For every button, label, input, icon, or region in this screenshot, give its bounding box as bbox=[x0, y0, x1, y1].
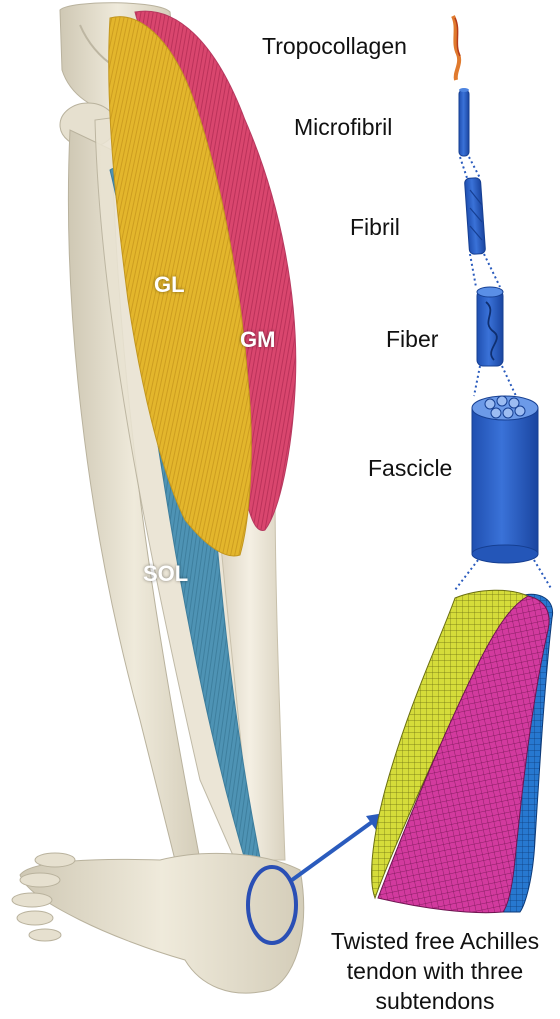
label-microfibril: Microfibril bbox=[294, 114, 392, 141]
leg-illustration bbox=[12, 3, 304, 993]
fascicle-icon bbox=[472, 396, 538, 563]
caption-line-2: tendon with three bbox=[310, 956, 560, 986]
label-tropocollagen: Tropocollagen bbox=[262, 33, 407, 60]
label-gl: GL bbox=[154, 272, 185, 298]
label-fiber: Fiber bbox=[386, 326, 438, 353]
label-fascicle: Fascicle bbox=[368, 455, 452, 482]
fiber-icon bbox=[477, 287, 503, 366]
label-sol: SOL bbox=[143, 561, 188, 587]
fibril-icon bbox=[464, 178, 485, 255]
zoom-arrow bbox=[292, 813, 384, 880]
microfibril-icon bbox=[459, 88, 469, 156]
label-fibril: Fibril bbox=[350, 214, 400, 241]
caption-line-3: subtendons bbox=[310, 986, 560, 1016]
tendon-caption: Twisted free Achilles tendon with three … bbox=[310, 926, 560, 1016]
label-gm: GM bbox=[240, 327, 275, 353]
twisted-subtendon-mesh bbox=[372, 590, 553, 912]
caption-line-1: Twisted free Achilles bbox=[310, 926, 560, 956]
